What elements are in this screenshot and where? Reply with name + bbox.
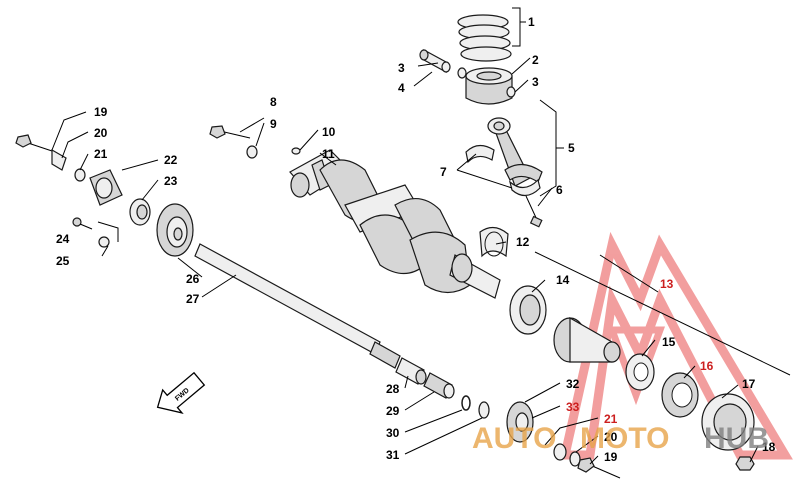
callout-13: 13	[660, 277, 674, 291]
callout-33: 33	[566, 400, 580, 414]
cover-17	[701, 393, 755, 451]
callout-31: 31	[386, 448, 400, 462]
washer-21b	[569, 451, 581, 467]
callout-15: 15	[662, 335, 676, 349]
crank-bearing-12	[479, 226, 509, 258]
bolt-18	[735, 456, 755, 471]
callout-20-left: 20	[94, 126, 108, 140]
callout-8: 8	[270, 95, 277, 109]
callout-19-right: 19	[604, 450, 618, 464]
oil-seal-14	[509, 285, 547, 335]
callout-24: 24	[56, 232, 70, 246]
watermark-moto: MOTO	[580, 422, 669, 455]
callout-9: 9	[270, 117, 277, 131]
bolt-8	[209, 125, 251, 139]
crank-pin-10	[291, 147, 301, 155]
callout-11: 11	[322, 147, 335, 161]
callout-12: 12	[516, 235, 530, 249]
washer-25	[98, 236, 110, 248]
balance-shaft	[194, 243, 401, 369]
callout-26: 26	[186, 272, 200, 286]
gear-32	[506, 401, 534, 443]
washer-21a	[74, 168, 86, 182]
circlip-3	[457, 67, 467, 79]
washer-15	[625, 353, 655, 391]
callout-7: 7	[440, 165, 447, 179]
callout-16: 16	[700, 359, 714, 373]
callout-18: 18	[762, 440, 776, 454]
callout-14: 14	[556, 273, 570, 287]
rod-bolt-6	[525, 195, 543, 228]
callout-labels: 1 2 3 3 4 5 6 7 8 9 10 11 12 13 14 15 16…	[56, 15, 776, 464]
piston-pin	[419, 48, 451, 74]
washer-20b	[553, 443, 567, 461]
callout-29: 29	[386, 404, 400, 418]
callout-23: 23	[164, 174, 178, 188]
bearing-29	[423, 372, 455, 399]
piston-rings	[457, 14, 512, 62]
connecting-rod	[487, 117, 543, 187]
bushing-28	[395, 357, 427, 385]
crankshaft	[289, 149, 501, 299]
callout-6: 6	[556, 183, 563, 197]
callout-30: 30	[386, 426, 400, 440]
callout-22: 22	[164, 153, 178, 167]
callout-21-right: 21	[604, 412, 618, 426]
watermark-text: AUTO MOTO HUB	[472, 422, 769, 455]
callout-20-right: 20	[604, 430, 618, 444]
forward-arrow: FWD	[156, 371, 206, 414]
callout-3-clip: 3	[532, 75, 539, 89]
callout-5: 5	[568, 141, 575, 155]
screw-24	[72, 217, 93, 230]
piston	[465, 67, 516, 105]
bolt-19a	[15, 134, 56, 153]
clip-30	[461, 395, 471, 411]
bearing-16	[661, 372, 699, 418]
callout-28: 28	[386, 382, 400, 396]
washer-31	[478, 401, 490, 419]
washer-9	[246, 145, 258, 159]
callout-19-left: 19	[94, 105, 108, 119]
callout-4: 4	[398, 81, 405, 95]
callout-10: 10	[322, 125, 336, 139]
callout-25: 25	[56, 254, 70, 268]
watermark-auto: AUTO	[472, 422, 556, 455]
callout-27: 27	[186, 292, 200, 306]
callout-3-pin: 3	[398, 61, 405, 75]
bearing-23	[129, 198, 151, 226]
hub-22	[89, 169, 123, 206]
callout-32: 32	[566, 377, 580, 391]
callout-21-left: 21	[94, 147, 108, 161]
gear-26	[156, 203, 194, 257]
callout-17: 17	[742, 377, 756, 391]
gear-13	[553, 316, 621, 363]
bolt-19b	[577, 457, 621, 479]
callout-2: 2	[532, 53, 539, 67]
washer-20a	[51, 148, 67, 171]
leader-lines	[51, 7, 791, 465]
callout-1: 1	[528, 15, 535, 29]
watermark-hub: HUB	[704, 422, 769, 455]
rod-bearing-7	[465, 144, 541, 197]
